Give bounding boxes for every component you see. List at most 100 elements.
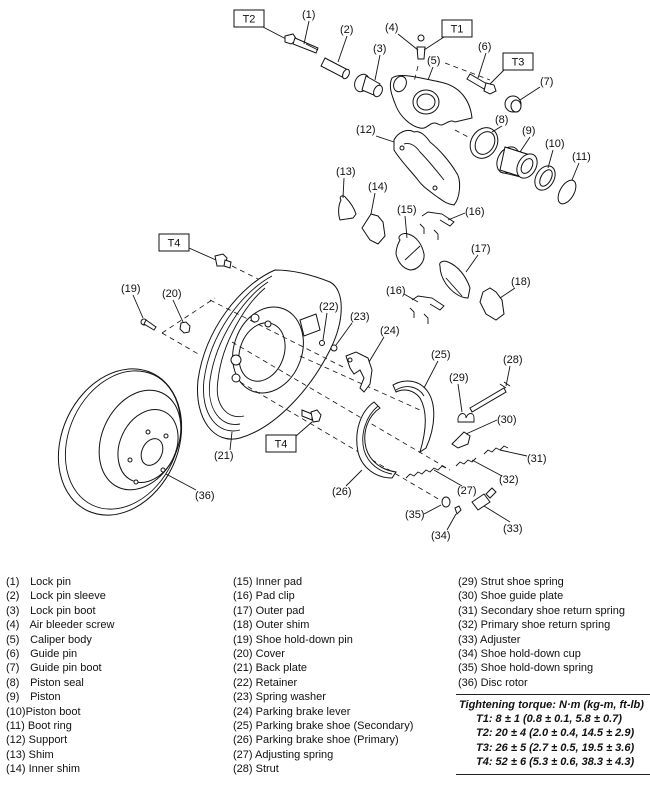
part-parking-brake-shoe-primary — [356, 401, 397, 479]
legend-item: (11) Boot ring — [6, 720, 72, 733]
legend-item: (5) Caliper body — [6, 633, 92, 646]
callout-32: (32) — [499, 474, 519, 486]
callout-1: (1) — [302, 9, 315, 21]
legend-column-3: (29) Strut shoe spring (30) Shoe guide p… — [458, 575, 625, 690]
callout-31: (31) — [527, 453, 547, 465]
svg-text:T3: T3 — [512, 57, 525, 69]
part-pad-clip-upper — [419, 211, 455, 240]
callout-36: (36) — [195, 490, 215, 502]
part-piston-boot — [534, 165, 556, 191]
part-disc-rotor — [57, 368, 183, 516]
callout-22: (22) — [319, 301, 339, 313]
legend-item: (23) Spring washer — [233, 691, 326, 704]
torque-row-t3: T3: 26 ± 5 (2.7 ± 0.5, 19.5 ± 3.6) — [476, 741, 635, 754]
legend-item: (14) Inner shim — [6, 763, 80, 776]
callout-5: (5) — [427, 55, 440, 67]
part-bolt-t4-lower — [301, 409, 322, 423]
legend-column-2: (15) Inner pad (16) Pad clip (17) Outer … — [233, 575, 413, 777]
part-parking-brake-lever — [345, 351, 373, 393]
part-shoe-guide-plate — [451, 431, 471, 449]
part-retainer — [319, 340, 325, 346]
callout-34: (34) — [431, 530, 451, 542]
legend-item: (6) Guide pin — [6, 648, 78, 661]
legend-item: (27) Adjusting spring — [233, 748, 334, 761]
part-piston — [496, 146, 538, 179]
torque-specification-box: Tightening torque: N·m (kg-m, ft-lb) T1:… — [456, 694, 650, 775]
callout-20: (20) — [162, 288, 182, 300]
callout-18: (18) — [511, 276, 531, 288]
legend-item: (32) Primary shoe return spring — [458, 619, 611, 632]
part-lock-pin-boot — [354, 73, 383, 98]
legend-item: (18) Outer shim — [233, 619, 310, 632]
legend-item: (26) Parking brake shoe (Primary) — [233, 734, 399, 747]
torque-tag-t4-lower: T4 — [265, 421, 313, 453]
part-air-bleeder-screw — [416, 34, 426, 60]
torque-tag-t2: T2 — [233, 9, 289, 41]
legend-item: (4) Air bleeder screw — [6, 619, 115, 632]
torque-tag-t1: T1 — [423, 19, 473, 51]
callout-21: (21) — [214, 450, 234, 462]
callout-28: (28) — [503, 354, 523, 366]
part-strut — [469, 381, 511, 413]
callout-14: (14) — [368, 181, 388, 193]
part-shoe-hold-down-pin — [140, 318, 157, 331]
part-pad-clip-lower — [409, 295, 445, 324]
legend-item: (10)Piston boot — [6, 705, 81, 718]
top-divider — [456, 694, 650, 695]
callout-24: (24) — [380, 325, 400, 337]
torque-tag-t4-upper: T4 — [158, 233, 217, 261]
legend-item: (16) Pad clip — [233, 590, 295, 603]
legend-item: (35) Shoe hold-down spring — [458, 662, 594, 675]
callout-6: (6) — [478, 41, 491, 53]
callout-13: (13) — [336, 166, 356, 178]
part-primary-shoe-return-spring — [455, 457, 477, 467]
legend-item: (34) Shoe hold-down cup — [458, 648, 581, 661]
legend-item: (30) Shoe guide plate — [458, 590, 564, 603]
part-boot-ring — [557, 179, 577, 205]
part-strut-shoe-spring — [457, 413, 475, 423]
legend-item: (36) Disc rotor — [458, 676, 528, 689]
legend-item: (15) Inner pad — [233, 576, 303, 588]
svg-text:T4: T4 — [168, 238, 181, 250]
callout-4: (4) — [385, 22, 398, 34]
legend-item: (13) Shim — [6, 748, 54, 761]
legend-item: (28) Strut — [233, 763, 279, 776]
legend-item: (33) Adjuster — [458, 633, 521, 646]
callout-17: (17) — [471, 243, 491, 255]
callout-30: (30) — [497, 414, 517, 426]
part-piston-seal — [469, 127, 499, 159]
part-adjusting-spring — [405, 465, 447, 479]
legend-item: (29) Strut shoe spring — [458, 576, 564, 588]
svg-text:T1: T1 — [451, 24, 464, 36]
callout-16-lower: (16) — [386, 285, 406, 297]
legend-item: (2) Lock pin sleeve — [6, 590, 106, 603]
exploded-diagram: T2 (1) (2) (3) (4) T1 (5) — [57, 9, 591, 542]
part-lock-pin-sleeve — [320, 57, 350, 80]
callout-16-upper: (16) — [465, 206, 485, 218]
legend-item: (21) Back plate — [233, 662, 307, 675]
legend-item: (1) Lock pin — [6, 576, 72, 588]
callout-12: (12) — [356, 124, 376, 136]
callout-10: (10) — [545, 138, 565, 150]
torque-row-t2: T2: 20 ± 4 (2.0 ± 0.4, 14.5 ± 2.9) — [476, 727, 635, 740]
legend-item: (25) Parking brake shoe (Secondary) — [233, 720, 414, 733]
callout-3: (3) — [373, 43, 386, 55]
part-shoe-hold-down-cup — [454, 505, 462, 515]
callout-15: (15) — [397, 204, 417, 216]
part-outer-shim — [479, 287, 505, 321]
part-support — [393, 129, 461, 206]
legend-item: (3) Lock pin boot — [6, 604, 96, 617]
torque-row-t4: T4: 52 ± 6 (5.3 ± 0.6, 38.3 ± 4.3) — [476, 756, 635, 769]
part-outer-pad — [439, 260, 471, 299]
callout-7: (7) — [540, 76, 553, 88]
part-caliper-body — [389, 75, 473, 129]
part-cover — [179, 321, 191, 334]
legend-item: (12) Support — [6, 734, 68, 747]
part-shoe-hold-down-spring — [441, 496, 451, 508]
legend-item: (17) Outer pad — [233, 604, 305, 617]
part-inner-pad — [395, 233, 425, 271]
part-bolt-t4-upper — [214, 253, 232, 269]
legend-item: (8) Piston seal — [6, 676, 84, 689]
legend-item: (31) Secondary shoe return spring — [458, 604, 625, 617]
legend-column-1: (1) Lock pin (2) Lock pin sleeve (3) Loc… — [6, 575, 114, 777]
